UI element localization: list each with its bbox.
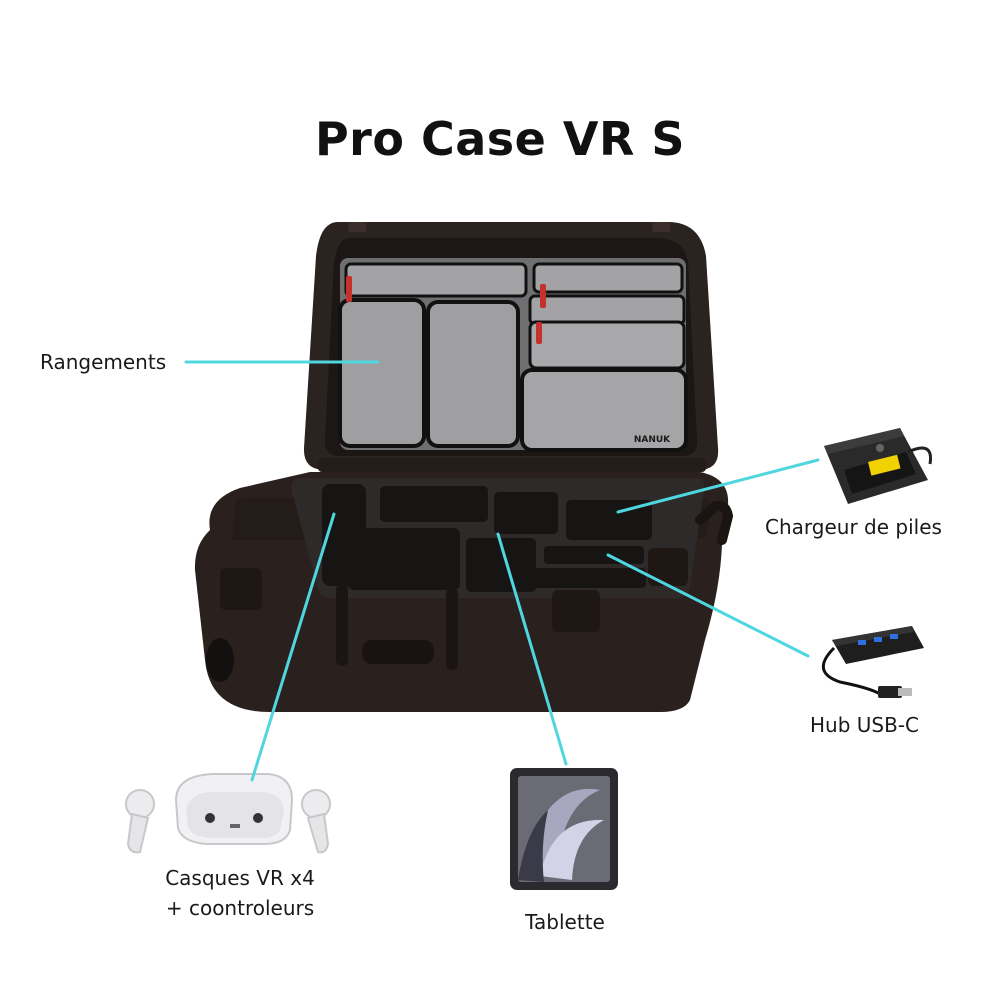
vr-headset-image (174, 773, 294, 845)
label-rangements: Rangements (40, 350, 167, 374)
usb-hub-image (822, 626, 924, 698)
leader-line-hub (606, 553, 810, 658)
label-hub-usb-c: Hub USB-C (810, 713, 920, 737)
tablet-image (510, 768, 618, 890)
leader-line-tablette (496, 532, 568, 766)
brand-logo: NANUK (634, 435, 671, 445)
lid-organizer: NANUK (338, 258, 688, 452)
leader-lines (184, 360, 820, 782)
label-casques-vr: Casques VR x4 + coontroleurs (130, 863, 350, 923)
leader-line-casques (250, 512, 336, 782)
label-tablette: Tablette (525, 910, 605, 934)
battery-charger-image (824, 428, 933, 504)
vr-controller-left-image (125, 789, 155, 854)
label-casques-line2: + coontroleurs (165, 896, 315, 920)
leader-line-chargeur (616, 458, 820, 514)
vr-controller-right-image (301, 789, 331, 854)
case-body (194, 472, 734, 712)
label-casques-line1: Casques VR x4 (165, 866, 315, 890)
label-chargeur-de-piles: Chargeur de piles (765, 515, 942, 539)
page-title: Pro Case VR S (314, 112, 686, 166)
